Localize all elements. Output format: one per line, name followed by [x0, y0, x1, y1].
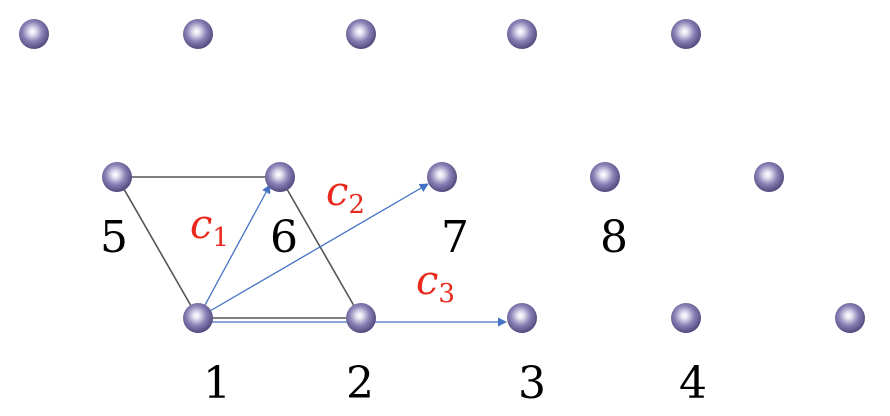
vector-labels: c1 c2 c3 [190, 169, 455, 309]
vector-label-c2-base: c [326, 169, 348, 215]
unit-cell-bonds [116, 176, 362, 319]
atom [754, 162, 784, 192]
label-5: 5 [100, 212, 128, 263]
atom-6 [265, 162, 295, 192]
atom [671, 19, 701, 49]
vector-c2-arrow [197, 183, 429, 319]
atom [835, 303, 865, 333]
vector-label-c2-sub: 2 [348, 190, 365, 220]
label-3: 3 [518, 358, 546, 409]
atoms [19, 19, 865, 333]
label-4: 4 [679, 358, 707, 409]
node-labels: 5 6 7 8 1 2 3 4 [100, 212, 707, 409]
bond-6-2 [279, 176, 362, 319]
atom-1 [183, 303, 213, 333]
atom-7 [427, 162, 457, 192]
vector-label-c3-sub: 3 [438, 279, 455, 309]
label-7: 7 [441, 212, 469, 263]
atom [507, 19, 537, 49]
vector-label-c2: c2 [326, 169, 365, 220]
vector-label-c1-base: c [190, 202, 212, 248]
label-1: 1 [203, 358, 231, 409]
atom-3 [507, 303, 537, 333]
atom-8 [590, 162, 620, 192]
label-6: 6 [270, 212, 298, 263]
vector-c1-arrow [197, 184, 271, 319]
vector-label-c1: c1 [190, 202, 229, 253]
vector-label-c3: c3 [416, 258, 455, 309]
vector-label-c1-sub: 1 [212, 223, 229, 253]
label-8: 8 [600, 212, 628, 263]
atom-5 [102, 162, 132, 192]
vector-label-c3-base: c [416, 258, 438, 304]
atom [346, 19, 376, 49]
atom [19, 19, 49, 49]
bond-5-1 [116, 176, 199, 319]
atom [183, 19, 213, 49]
atom-2 [346, 303, 376, 333]
label-2: 2 [346, 358, 374, 409]
atom-4 [671, 303, 701, 333]
